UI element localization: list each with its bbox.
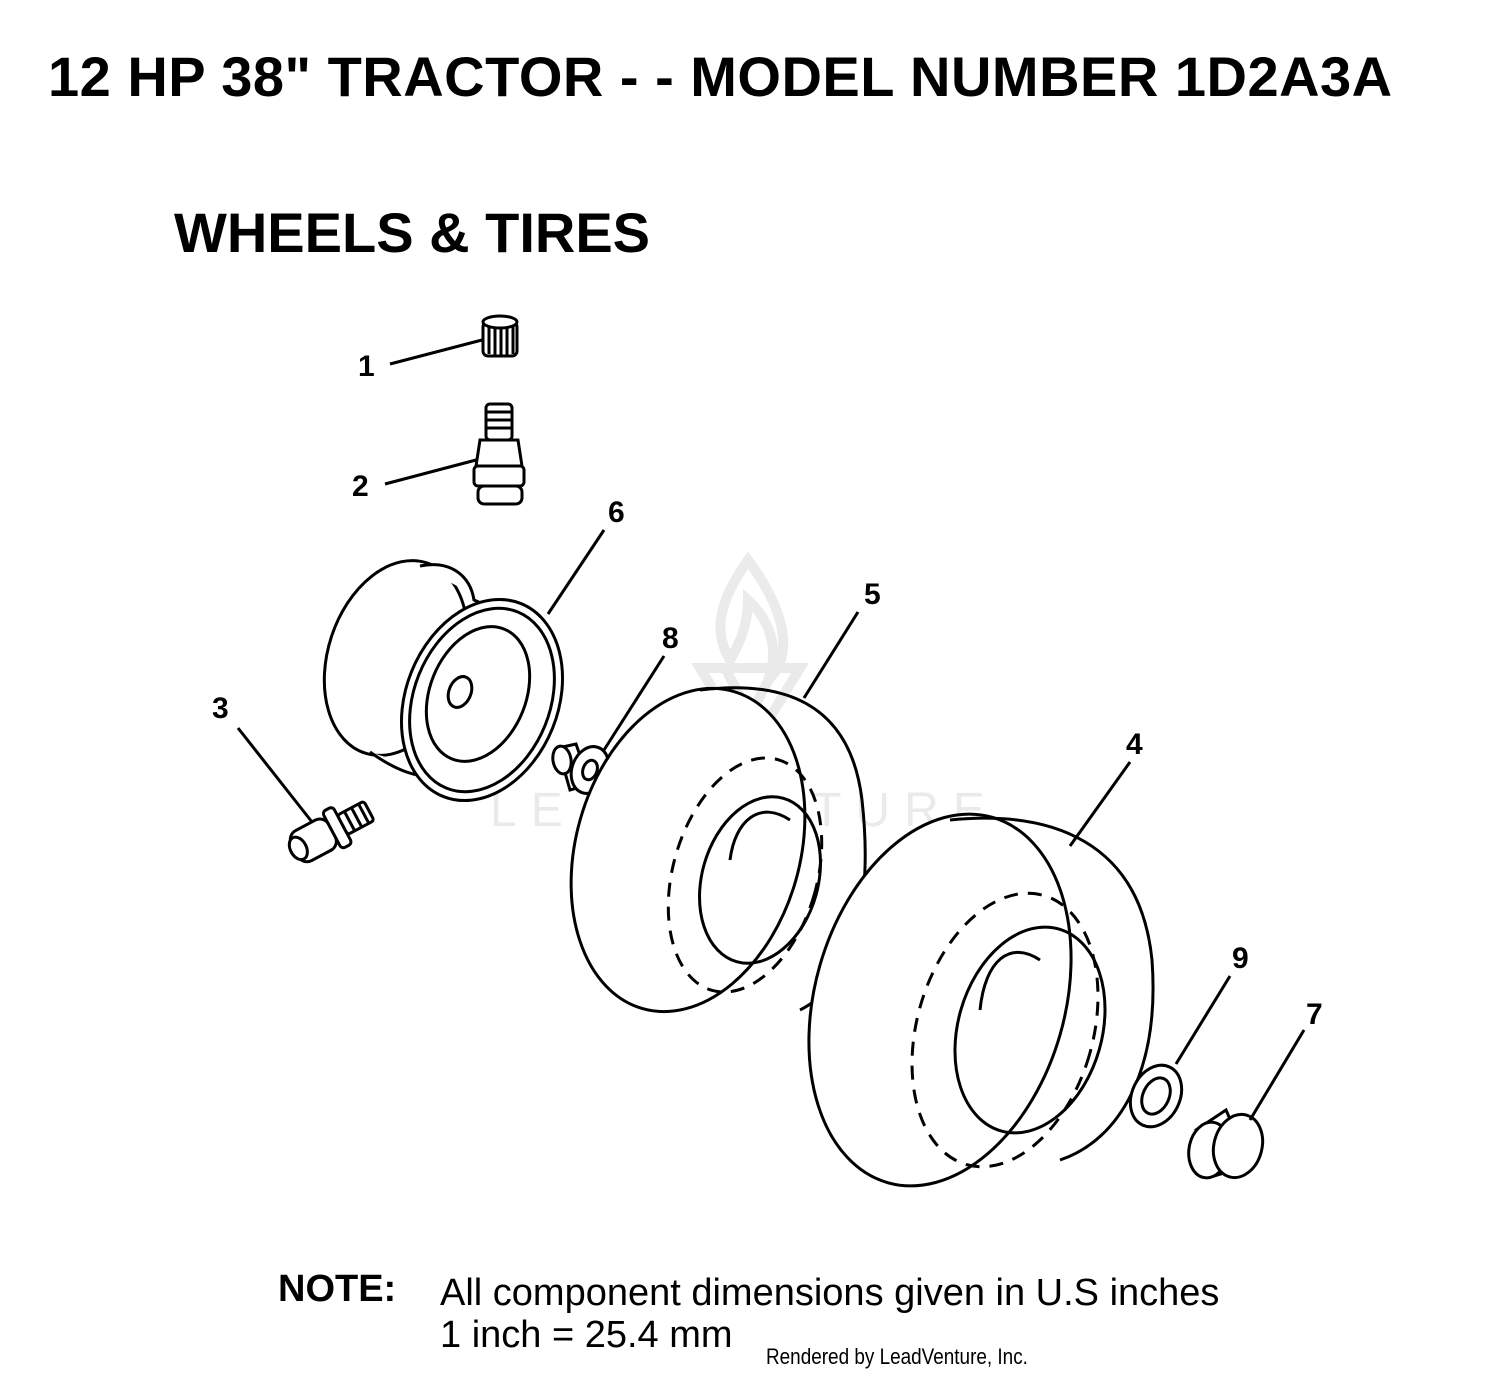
leader-line-3: [236, 727, 314, 823]
leader-line-9: [1174, 975, 1232, 1065]
callout-8: 8: [662, 622, 679, 655]
section-title: WHEELS & TIRES: [174, 201, 651, 264]
leader-line-8: [602, 655, 666, 751]
note-label: NOTE:: [278, 1268, 397, 1310]
callout-9: 9: [1232, 942, 1249, 975]
page-title: 12 HP 38" TRACTOR - - MODEL NUMBER 1D2A3…: [48, 45, 1393, 108]
leader-line-2: [384, 458, 477, 486]
callout-5: 5: [864, 578, 881, 611]
render-credit: Rendered by LeadVenture, Inc.: [766, 1344, 1028, 1369]
part-7-bushing: [1187, 1107, 1265, 1180]
callout-2: 2: [352, 470, 369, 503]
part-4-rear-tire: [807, 812, 1155, 1188]
leader-line-4: [1068, 761, 1132, 847]
part-5-front-tire: [569, 686, 867, 1014]
callout-3: 3: [212, 692, 229, 725]
callout-numbers: 1 2 3 4 5 6 7 8 9: [212, 350, 1323, 1031]
callout-7: 7: [1306, 998, 1323, 1031]
note-line-2: 1 inch = 25.4 mm: [440, 1314, 733, 1356]
part-9-washer: [1128, 1063, 1184, 1129]
part-3-lug-bolt: [287, 800, 375, 864]
callout-6: 6: [608, 496, 625, 529]
callout-4: 4: [1126, 728, 1143, 761]
leader-line-1: [389, 338, 483, 366]
leader-lines: [236, 338, 1306, 1121]
callout-1: 1: [358, 350, 375, 383]
note-line-1: All component dimensions given in U.S in…: [440, 1272, 1220, 1314]
part-1-valve-cap: [481, 314, 519, 358]
leader-line-7: [1248, 1029, 1306, 1121]
part-6-rim: [322, 559, 565, 803]
part-2-valve-stem: [472, 402, 526, 506]
leader-line-5: [802, 611, 860, 699]
leader-line-6: [546, 529, 606, 615]
